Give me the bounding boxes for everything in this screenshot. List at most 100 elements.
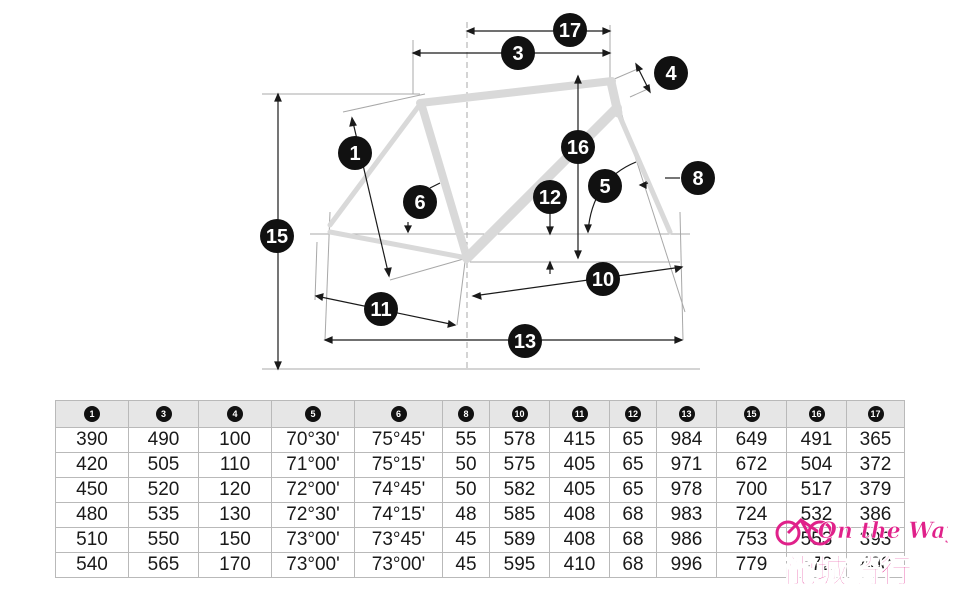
table-cell: 565 xyxy=(128,552,199,578)
table-cell: 73°00' xyxy=(354,552,443,578)
table-cell: 410 xyxy=(549,552,610,578)
header-cell: 13 xyxy=(656,400,717,428)
callout-8: 8 xyxy=(681,161,715,195)
table-cell: 984 xyxy=(656,427,717,453)
table-cell: 72°30' xyxy=(271,502,355,528)
table-cell: 100 xyxy=(198,427,272,453)
guide-lines xyxy=(262,22,700,370)
header-cell: 16 xyxy=(786,400,847,428)
table-cell: 595 xyxy=(489,552,550,578)
table-cell: 73°00' xyxy=(271,552,355,578)
callout-15: 15 xyxy=(260,219,294,253)
svg-text:5: 5 xyxy=(599,176,610,198)
table-cell: 150 xyxy=(198,527,272,553)
watermark-chinese-text: 龍城騎行 xyxy=(784,552,912,590)
table-cell: 400 xyxy=(846,552,905,578)
table-cell: 491 xyxy=(786,427,847,453)
table-cell: 74°45' xyxy=(354,477,443,503)
table-cell: 45 xyxy=(442,552,490,578)
table-cell: 48 xyxy=(442,502,490,528)
callout-12: 12 xyxy=(533,180,567,214)
bike-frame xyxy=(327,77,673,263)
table-cell: 649 xyxy=(716,427,787,453)
table-cell: 408 xyxy=(549,527,610,553)
table-cell: 70°30' xyxy=(271,427,355,453)
table-cell: 700 xyxy=(716,477,787,503)
table-cell: 578 xyxy=(489,427,550,453)
table-cell: 379 xyxy=(846,477,905,503)
header-cell: 1 xyxy=(55,400,129,428)
table-cell: 535 xyxy=(128,502,199,528)
callout-17: 17 xyxy=(553,13,587,47)
table-cell: 50 xyxy=(442,452,490,478)
header-cell: 11 xyxy=(549,400,610,428)
table-cell: 978 xyxy=(656,477,717,503)
table-cell: 130 xyxy=(198,502,272,528)
bicycle-icon xyxy=(775,518,833,546)
table-cell: 575 xyxy=(489,452,550,478)
table-cell: 753 xyxy=(716,527,787,553)
table-cell: 68 xyxy=(609,527,657,553)
table-cell: 120 xyxy=(198,477,272,503)
table-cell: 75°45' xyxy=(354,427,443,453)
table-cell: 582 xyxy=(489,477,550,503)
table-cell: 540 xyxy=(55,552,129,578)
table-cell: 517 xyxy=(786,477,847,503)
table-cell: 73°45' xyxy=(354,527,443,553)
callout-16: 16 xyxy=(561,130,595,164)
table-cell: 365 xyxy=(846,427,905,453)
table-cell: 68 xyxy=(609,502,657,528)
table-cell: 510 xyxy=(55,527,129,553)
table-cell: 505 xyxy=(128,452,199,478)
header-cell: 15 xyxy=(716,400,787,428)
svg-text:4: 4 xyxy=(665,63,677,85)
svg-text:11: 11 xyxy=(370,299,391,321)
table-cell: 390 xyxy=(55,427,129,453)
callout-11: 11 xyxy=(364,292,398,326)
svg-text:8: 8 xyxy=(692,168,703,190)
svg-text:6: 6 xyxy=(414,192,425,214)
table-cell: 420 xyxy=(55,452,129,478)
svg-text:10: 10 xyxy=(592,269,614,291)
callout-13: 13 xyxy=(508,324,542,358)
header-cell: 6 xyxy=(354,400,443,428)
table-cell: 550 xyxy=(128,527,199,553)
table-cell: 971 xyxy=(656,452,717,478)
svg-text:12: 12 xyxy=(539,187,561,209)
table-cell: 415 xyxy=(549,427,610,453)
table-cell: 724 xyxy=(716,502,787,528)
table-header-row: 1 3 4 5 6 8 10 11 12 13 15 16 17 xyxy=(55,400,905,428)
svg-text:15: 15 xyxy=(266,226,288,248)
table-cell: 170 xyxy=(198,552,272,578)
table-cell: 72°00' xyxy=(271,477,355,503)
callout-5: 5 xyxy=(588,169,622,203)
callout-3: 3 xyxy=(501,36,535,70)
table-cell: 73°00' xyxy=(271,527,355,553)
callout-1: 1 xyxy=(338,136,372,170)
table-cell: 386 xyxy=(846,502,905,528)
table-cell: 393 xyxy=(846,527,905,553)
watermark-logo: On the Way 龍城騎行 xyxy=(775,518,948,591)
header-cell: 5 xyxy=(271,400,355,428)
table-cell: 986 xyxy=(656,527,717,553)
table-cell: 55 xyxy=(442,427,490,453)
watermark-script-text: On the Way xyxy=(818,518,948,544)
table-cell: 68 xyxy=(609,552,657,578)
table-cell: 490 xyxy=(128,427,199,453)
callout-4: 4 xyxy=(654,56,688,90)
table-cell: 450 xyxy=(55,477,129,503)
table-cell: 50 xyxy=(442,477,490,503)
table-cell: 405 xyxy=(549,452,610,478)
table-cell: 408 xyxy=(549,502,610,528)
dimension-lines xyxy=(274,27,684,371)
callout-10: 10 xyxy=(586,262,620,296)
table-cell: 110 xyxy=(198,452,272,478)
header-cell: 3 xyxy=(128,400,199,428)
table-cell: 65 xyxy=(609,452,657,478)
svg-text:1: 1 xyxy=(349,143,360,165)
